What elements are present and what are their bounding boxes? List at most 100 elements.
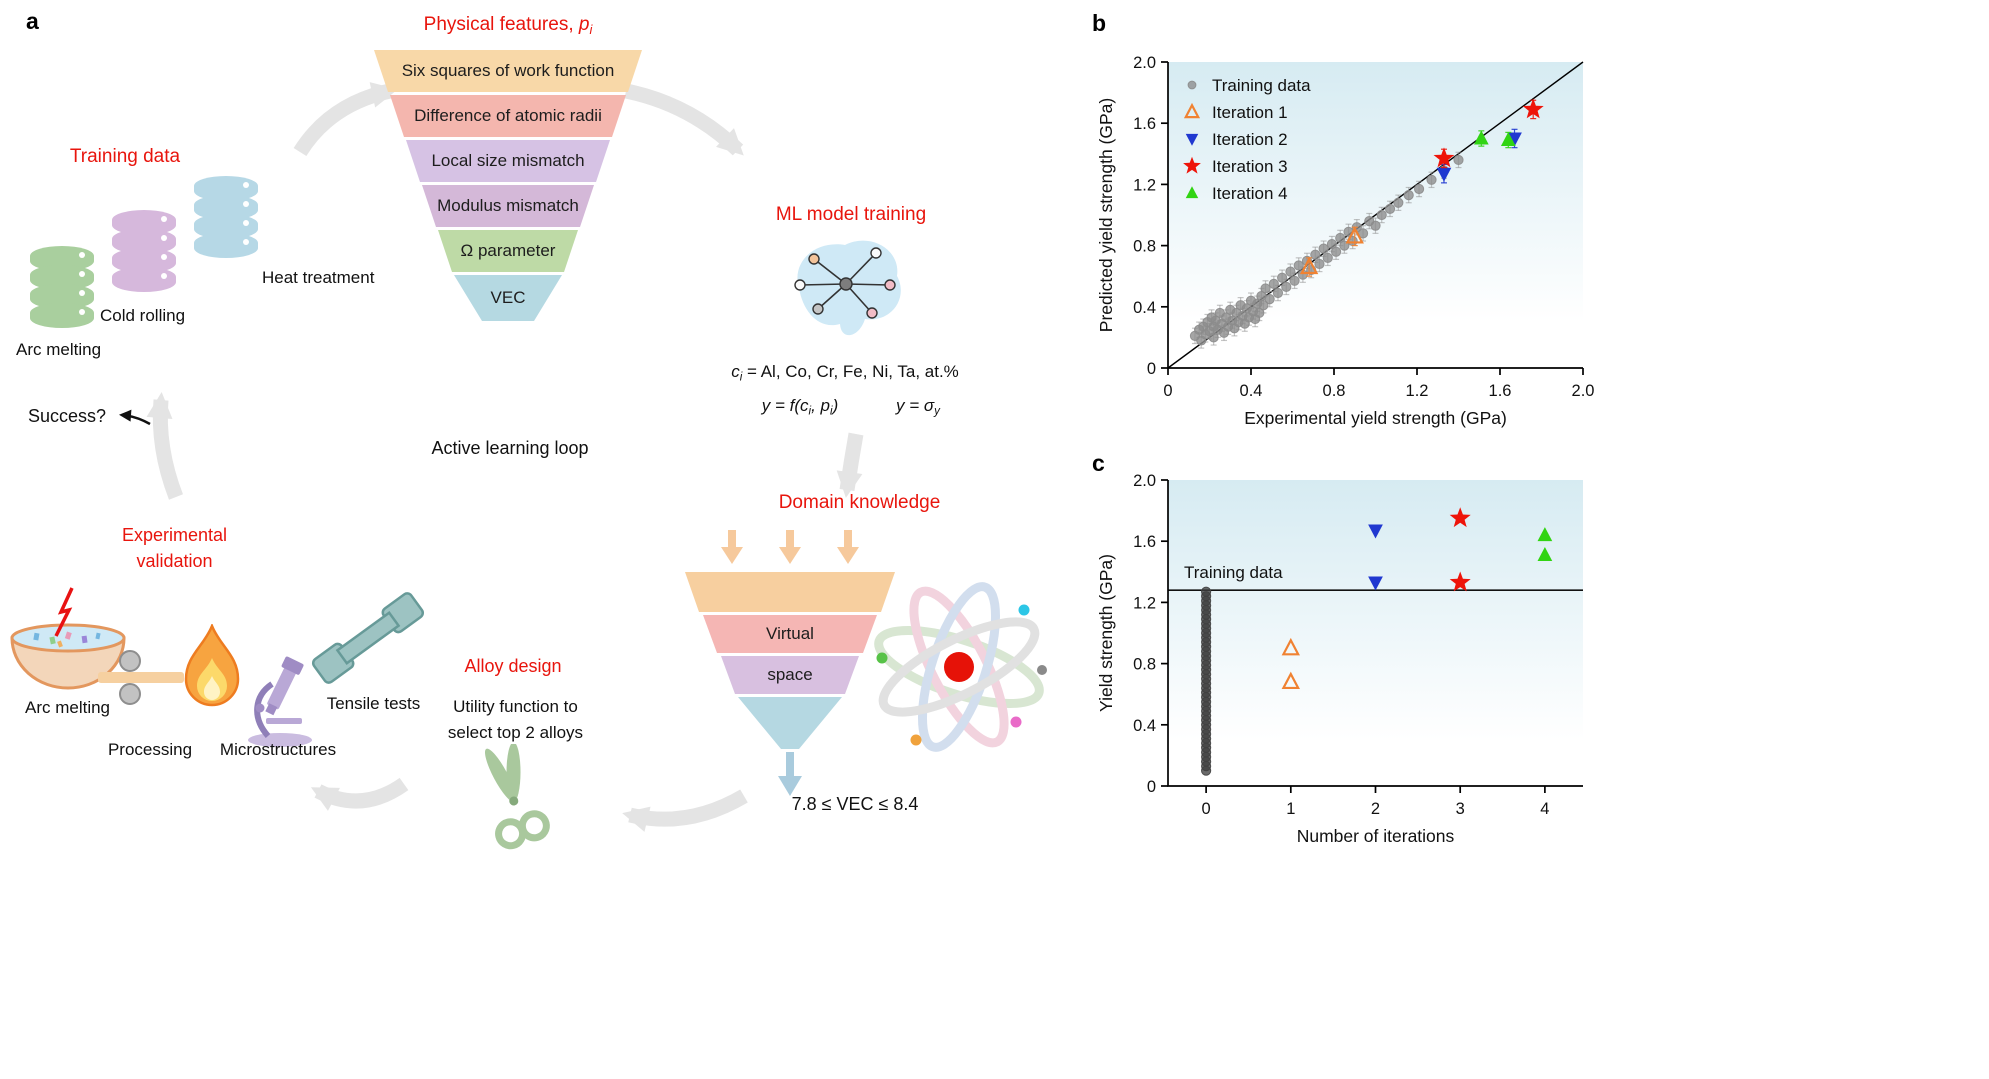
svg-text:1.6: 1.6 bbox=[1133, 533, 1156, 551]
cold-rolling-label: Cold rolling bbox=[100, 306, 186, 325]
funnel-layer-label: VEC bbox=[490, 288, 526, 307]
eq3-sub: y bbox=[934, 405, 940, 418]
microscope-icon bbox=[248, 656, 312, 747]
funnel-layer-label: Difference of atomic radii bbox=[414, 106, 602, 125]
svg-text:1.6: 1.6 bbox=[1133, 115, 1156, 133]
funnel-layer-label: Modulus mismatch bbox=[437, 196, 579, 215]
physical-features-title: Physical features, pi bbox=[368, 14, 648, 37]
tensile-tests-label: Tensile tests bbox=[326, 694, 421, 713]
eq2-s2: i bbox=[830, 405, 833, 418]
database-stack-arc-melting bbox=[30, 246, 94, 342]
physical-features-prefix: Physical features, bbox=[423, 14, 579, 35]
svg-text:0.4: 0.4 bbox=[1133, 717, 1156, 735]
domain-knowledge-title: Domain knowledge bbox=[778, 492, 941, 513]
arc-domain-to-alloydesign bbox=[622, 789, 748, 832]
scissors-icon bbox=[484, 744, 550, 850]
utility-line1: Utility function to bbox=[453, 697, 578, 716]
arc-alloydesign-to-validation bbox=[310, 777, 409, 811]
processing-label: Processing bbox=[107, 740, 193, 759]
domain-funnel-virtual: Virtual bbox=[703, 615, 877, 653]
arc-validation-to-trainingdata bbox=[146, 392, 184, 500]
funnel-layer-work-function: Six squares of work function bbox=[374, 50, 642, 92]
svg-text:1.2: 1.2 bbox=[1133, 176, 1156, 194]
success-arrow bbox=[119, 409, 151, 426]
panel-a-label: a bbox=[26, 8, 39, 34]
svg-text:Training data: Training data bbox=[1184, 563, 1283, 582]
domain-funnel-space: space bbox=[721, 656, 859, 694]
svg-text:2: 2 bbox=[1371, 800, 1380, 818]
svg-text:1.6: 1.6 bbox=[1489, 382, 1512, 400]
rolling-mill-icon bbox=[98, 650, 184, 705]
eq2-p2: , p bbox=[811, 396, 830, 415]
experimental-validation-label: Experimental validation bbox=[92, 522, 257, 574]
flame-icon bbox=[184, 624, 240, 707]
svg-text:1.2: 1.2 bbox=[1133, 594, 1156, 612]
domain-funnel-label: space bbox=[767, 665, 813, 684]
svg-text:Iteration 1: Iteration 1 bbox=[1212, 103, 1288, 122]
success-label: Success? bbox=[28, 406, 107, 426]
eq2-p3: ) bbox=[832, 396, 839, 415]
svg-text:Number of iterations: Number of iterations bbox=[1297, 826, 1455, 846]
svg-text:Iteration 2: Iteration 2 bbox=[1212, 130, 1288, 149]
svg-text:2.0: 2.0 bbox=[1572, 382, 1595, 400]
equation-model: y = f(ci, pi) bbox=[700, 396, 900, 417]
svg-text:1.2: 1.2 bbox=[1406, 382, 1429, 400]
svg-text:0.8: 0.8 bbox=[1133, 238, 1156, 256]
database-stack-heat-treatment bbox=[194, 176, 258, 272]
funnel-layer-label: Ω parameter bbox=[460, 241, 556, 260]
active-learning-loop-label: Active learning loop bbox=[431, 438, 589, 458]
eq1-rest: = Al, Co, Cr, Fe, Ni, Ta, at.% bbox=[742, 362, 959, 381]
domain-funnel-label: Virtual bbox=[766, 624, 814, 643]
ml-brain-icon bbox=[794, 240, 901, 336]
utility-function-text: Utility function to select top 2 alloys bbox=[418, 694, 613, 746]
svg-text:3: 3 bbox=[1456, 800, 1465, 818]
eq1-var: c bbox=[731, 362, 740, 381]
eq1-sub: i bbox=[739, 371, 743, 384]
svg-text:1: 1 bbox=[1286, 800, 1295, 818]
svg-text:0: 0 bbox=[1163, 382, 1172, 400]
svg-text:0.8: 0.8 bbox=[1323, 382, 1346, 400]
physical-features-sub: i bbox=[589, 21, 593, 37]
funnel-layer-size-mismatch: Local size mismatch bbox=[406, 140, 610, 182]
database-cylinder bbox=[112, 267, 176, 292]
funnel-layer-label: Six squares of work function bbox=[401, 61, 615, 80]
experimental-validation-line2: validation bbox=[136, 551, 213, 571]
arc-melting-db-label: Arc melting bbox=[16, 340, 102, 359]
heat-treatment-label: Heat treatment bbox=[262, 268, 375, 287]
equation-composition: ci = Al, Co, Cr, Fe, Ni, Ta, at.% bbox=[690, 362, 1000, 383]
tensile-specimen-icon bbox=[311, 592, 425, 684]
svg-text:2.0: 2.0 bbox=[1133, 54, 1156, 72]
arc-ml-to-domain bbox=[836, 432, 864, 498]
svg-text:Iteration 3: Iteration 3 bbox=[1212, 157, 1288, 176]
funnel-layer-omega: Ω parameter bbox=[438, 230, 578, 272]
svg-text:0: 0 bbox=[1147, 360, 1156, 378]
experimental-validation-line1: Experimental bbox=[121, 525, 228, 545]
arc-features-to-ml bbox=[624, 83, 744, 156]
panel-c-label: c bbox=[1092, 450, 1105, 476]
funnel-layer-modulus-mismatch: Modulus mismatch bbox=[422, 185, 594, 227]
eq2-p1: y = f(c bbox=[761, 396, 809, 415]
vec-range-label: 7.8 ≤ VEC ≤ 8.4 bbox=[791, 794, 919, 814]
svg-text:Predicted yield strength (GPa): Predicted yield strength (GPa) bbox=[1096, 98, 1116, 332]
eq3-base: y = σ bbox=[896, 396, 935, 415]
svg-text:0.4: 0.4 bbox=[1133, 299, 1156, 317]
database-cylinder bbox=[30, 303, 94, 328]
domain-funnel-top bbox=[685, 572, 895, 612]
arc-melting-crucible-icon bbox=[10, 587, 126, 690]
svg-text:0: 0 bbox=[1202, 800, 1211, 818]
arc-trainingdata-to-features bbox=[293, 82, 398, 157]
funnel-output-arrow-icon bbox=[778, 752, 802, 796]
physical-features-var: p bbox=[578, 14, 590, 35]
svg-text:4: 4 bbox=[1540, 800, 1549, 818]
active-learning-loop-arrows bbox=[119, 82, 864, 832]
svg-text:Training data: Training data bbox=[1212, 76, 1311, 95]
svg-text:0.8: 0.8 bbox=[1133, 656, 1156, 674]
utility-line2: select top 2 alloys bbox=[447, 723, 584, 742]
panel-b-label: b bbox=[1092, 10, 1107, 36]
funnel-input-arrows-icon bbox=[721, 530, 859, 564]
atom-icon bbox=[874, 582, 1047, 752]
svg-text:Iteration 4: Iteration 4 bbox=[1212, 184, 1288, 203]
svg-text:Yield strength (GPa): Yield strength (GPa) bbox=[1096, 554, 1116, 712]
